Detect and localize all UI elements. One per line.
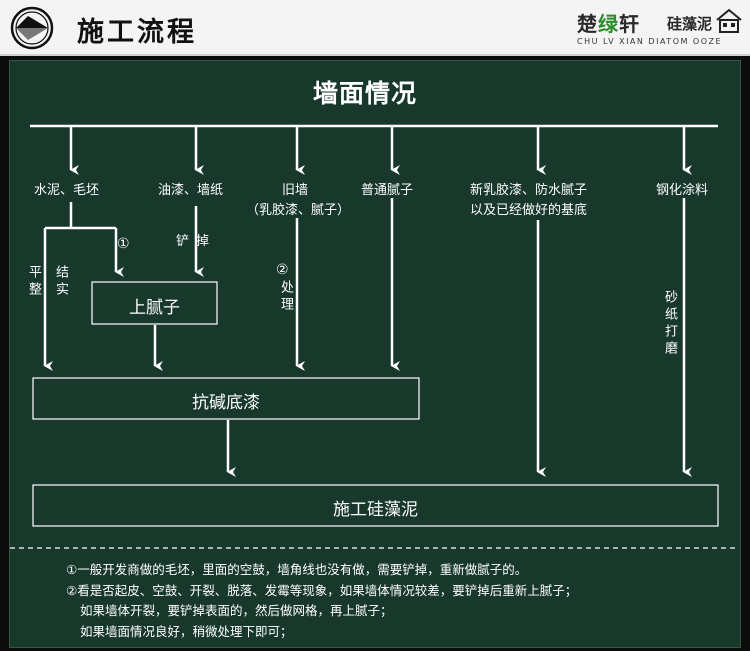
note-1: ①一般开发商做的毛坯，里面的空鼓，墙角线也没有做，需要铲掉，重新做腻子的。 [66,562,528,577]
diagram-board [9,60,741,648]
final-box-label: 施工硅藻泥 [333,500,418,520]
note-2: ②看是否起皮、空鼓、开裂、脱落、发霉等现象，如果墙体情况较差，要铲掉后重新上腻子… [66,583,578,598]
putty-box [91,281,218,325]
house-icon [716,8,742,33]
condition-latex: 新乳胶漆、防水腻子 [470,183,588,198]
marker-1: ① [117,236,130,252]
label-scrape: 铲掉 [176,234,217,249]
note-3: 如果墙体开裂，要铲掉表面的，然后做网格，再上腻子； [80,603,393,618]
label-bond: 结实 [53,265,68,299]
circle-triangle-logo-icon [10,6,54,50]
condition-steel: 钢化涂料 [656,183,709,198]
marker-2: ② [276,262,289,278]
condition-oldwall: 旧墙 [282,183,309,198]
label-treat: 处理 [278,280,293,314]
primer-box-label: 抗碱底漆 [192,393,260,413]
brand-name: 楚绿轩 [577,12,640,36]
final-box [32,484,719,527]
label-sand: 砂纸打磨 [662,290,677,358]
note-4: 如果墙面情况良好，稍微处理下即可； [80,624,293,639]
condition-paint: 油漆、墙纸 [158,183,224,198]
diagram-title: 墙面情况 [313,79,418,108]
label-level: 平整 [26,265,41,299]
brand-logo: 楚绿轩 硅藻泥 CHU LV XIAN DIATOM OOZE [577,8,745,52]
condition-oldwall-detail: （乳胶漆、腻子） [246,203,351,218]
brand-tagline: CHU LV XIAN DIATOM OOZE [577,37,723,46]
brand-product: 硅藻泥 [667,15,713,33]
page-title: 施工流程 [77,17,197,48]
putty-box-label: 上腻子 [129,298,180,318]
condition-latex-detail: 以及已经做好的基底 [470,203,588,218]
condition-cement: 水泥、毛坯 [34,183,100,198]
primer-box [32,377,420,420]
condition-putty: 普通腻子 [361,183,414,198]
header-bar: 施工流程 楚绿轩 硅藻泥 CHU LV XIAN DIATOM OOZE [0,0,750,56]
